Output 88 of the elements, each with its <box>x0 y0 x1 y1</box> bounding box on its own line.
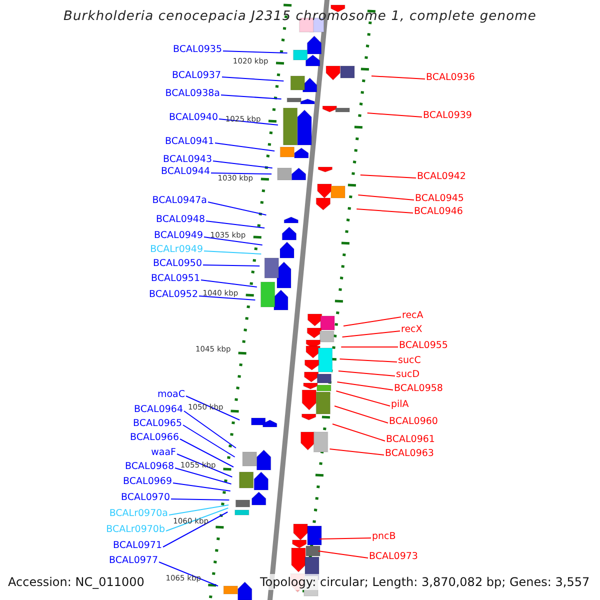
leader-line <box>182 424 236 458</box>
map-title: Burkholderia cenocepacia J2315 chromosome 1, complete genome <box>62 9 538 24</box>
gene-label: pncB <box>372 531 396 543</box>
leader-line <box>198 296 256 300</box>
leader-line <box>360 174 416 178</box>
gene-label: BCAL0948 <box>156 214 205 226</box>
gene-label: BCAL0941 <box>165 136 214 148</box>
gene-label: BCAL0964 <box>134 404 183 416</box>
gene-label: BCAL0949 <box>154 230 203 242</box>
gene-label: BCAL0950 <box>153 258 202 270</box>
gene-label: BCALr0970b <box>106 524 165 536</box>
leader-line <box>210 172 272 174</box>
footer-text: Topology: circular; Length: 3,870,082 bp; Genes: 3,557 <box>260 574 590 590</box>
leader-line <box>339 358 398 362</box>
gene-label: sucD <box>396 369 420 381</box>
gene-label: BCAL0952 <box>149 289 198 301</box>
leader-line <box>342 330 400 338</box>
gene-label: BCAL0946 <box>414 206 463 218</box>
gene-label: recA <box>402 310 424 322</box>
leader-line <box>158 562 219 586</box>
leader-line <box>166 508 229 532</box>
leader-line <box>220 94 282 100</box>
gene-label: BCAL0970 <box>121 492 170 504</box>
leader-line <box>176 454 233 478</box>
gene-label: recX <box>401 324 422 336</box>
leader-line <box>186 396 240 420</box>
gene-label: moaC <box>157 389 185 401</box>
gene-label: BCAL0940 <box>169 112 218 124</box>
leader-line <box>206 220 266 228</box>
gene-label: BCAL0935 <box>173 44 222 56</box>
leader-line <box>336 390 390 406</box>
gene-label: sucC <box>398 355 421 367</box>
leader-line <box>356 208 414 214</box>
leader-line <box>340 346 398 348</box>
gene-label: BCAL0939 <box>423 110 472 122</box>
gene-label: BCAL0944 <box>161 166 210 178</box>
gene-label: BCAL0945 <box>415 193 464 205</box>
leader-line <box>202 264 260 266</box>
leader-line <box>204 236 263 246</box>
leader-line <box>214 142 276 152</box>
leader-line <box>170 498 230 500</box>
gene-label: BCAL0947a <box>152 195 207 207</box>
leader-line <box>200 280 258 288</box>
leader-line <box>319 538 372 540</box>
gene-label: BCAL0966 <box>130 432 179 444</box>
gene-label: waaF <box>151 447 176 459</box>
leader-line <box>358 194 414 200</box>
gene-label: BCAL0960 <box>389 416 438 428</box>
leader-line <box>371 76 426 80</box>
gene-label: BCAL0955 <box>399 340 448 352</box>
leader-line <box>174 468 232 484</box>
gene-label: BCAL0968 <box>125 461 174 473</box>
footer-text: Accession: NC_011000 <box>8 574 144 590</box>
leader-line <box>184 410 236 448</box>
leader-line <box>329 448 384 456</box>
gene-label: BCAL0942 <box>417 171 466 183</box>
gene-label: BCALr0970a <box>109 508 168 520</box>
leader-line <box>343 316 402 326</box>
leader-line <box>222 50 288 54</box>
leader-line <box>180 438 234 468</box>
gene-label: BCAL0943 <box>163 154 212 166</box>
gene-label: BCAL0973 <box>369 551 418 563</box>
leader-line <box>172 482 231 492</box>
leader-line <box>212 160 273 168</box>
gene-label: BCAL0969 <box>123 476 172 488</box>
gene-label: BCAL0971 <box>113 540 162 552</box>
gene-label: BCAL0938a <box>165 88 220 100</box>
leader-line <box>366 112 422 118</box>
leader-line <box>168 504 230 516</box>
leader-line <box>336 382 394 390</box>
gene-label: BCAL0958 <box>394 383 443 395</box>
gene-label: BCAL0951 <box>151 273 200 285</box>
leader-line <box>162 512 228 548</box>
gene-label: BCAL0937 <box>172 70 221 82</box>
leader-line <box>204 250 262 254</box>
leader-line <box>338 370 396 376</box>
gene-label: BCAL0961 <box>386 434 435 446</box>
gene-label: pilA <box>391 399 409 411</box>
leader-line <box>222 76 284 82</box>
leader-line <box>208 202 267 216</box>
gene-label: BCAL0977 <box>109 555 158 567</box>
gene-label: BCAL0963 <box>385 448 434 460</box>
gene-label: BCAL0936 <box>426 72 475 84</box>
leader-line <box>332 424 386 442</box>
gene-label: BCAL0965 <box>133 418 182 430</box>
leader-line <box>318 550 368 558</box>
gene-label: BCALr0949 <box>150 244 203 256</box>
leader-line <box>334 406 388 424</box>
